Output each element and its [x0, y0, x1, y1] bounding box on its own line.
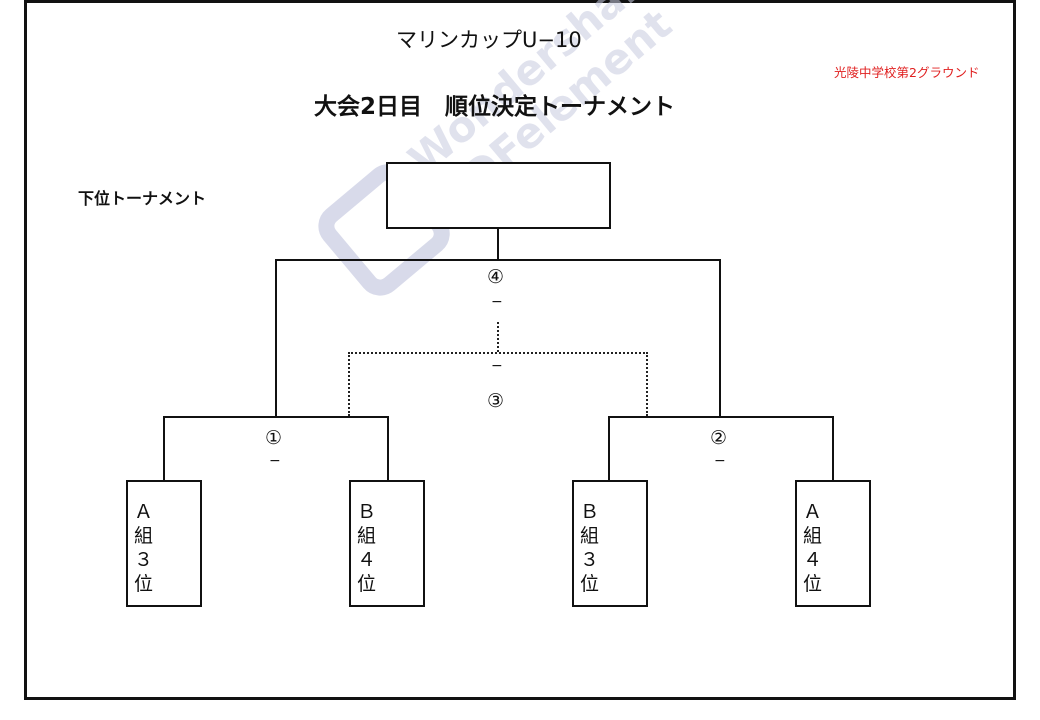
venue-label: 光陵中学校第2グラウンド: [834, 65, 980, 80]
team-box: Ａ 組 ４ 位: [795, 480, 871, 607]
match-1-score: −: [269, 453, 281, 469]
team-label: Ａ 組 ４ 位: [803, 501, 823, 595]
team-label: Ｂ 組 ３ 位: [580, 501, 600, 595]
third-place-line: [497, 322, 499, 352]
section-label: 下位トーナメント: [78, 189, 207, 208]
bracket-line: [832, 416, 834, 481]
winner-box: [386, 162, 611, 229]
third-place-line: [348, 352, 648, 354]
bracket-line: [387, 416, 389, 481]
bracket-line: [275, 259, 277, 417]
bracket-line: [497, 228, 499, 260]
match-3-number: ③: [487, 390, 505, 412]
bracket-line: [275, 259, 721, 261]
team-box: Ｂ 組 ３ 位: [572, 480, 648, 607]
document-subtitle: 大会2日目 順位決定トーナメント: [314, 94, 676, 120]
bracket-line: [608, 416, 610, 481]
team-box: Ｂ 組 ４ 位: [349, 480, 425, 607]
bracket-line: [163, 416, 165, 481]
match-4-score: −: [491, 294, 503, 310]
third-place-line: [348, 352, 350, 416]
team-label: Ｂ 組 ４ 位: [357, 501, 377, 595]
match-2-number: ②: [710, 427, 728, 449]
match-2-score: −: [714, 453, 726, 469]
bracket-line: [608, 416, 834, 418]
match-4-number: ④: [487, 266, 505, 288]
page-frame: [24, 0, 1016, 700]
bracket-line: [163, 416, 389, 418]
bracket-line: [719, 259, 721, 417]
team-box: Ａ 組 ３ 位: [126, 480, 202, 607]
third-place-line: [646, 352, 648, 416]
match-3-score: −: [491, 358, 503, 374]
document-title: マリンカップU−10: [396, 28, 582, 52]
match-1-number: ①: [265, 427, 283, 449]
team-label: Ａ 組 ３ 位: [134, 501, 154, 595]
